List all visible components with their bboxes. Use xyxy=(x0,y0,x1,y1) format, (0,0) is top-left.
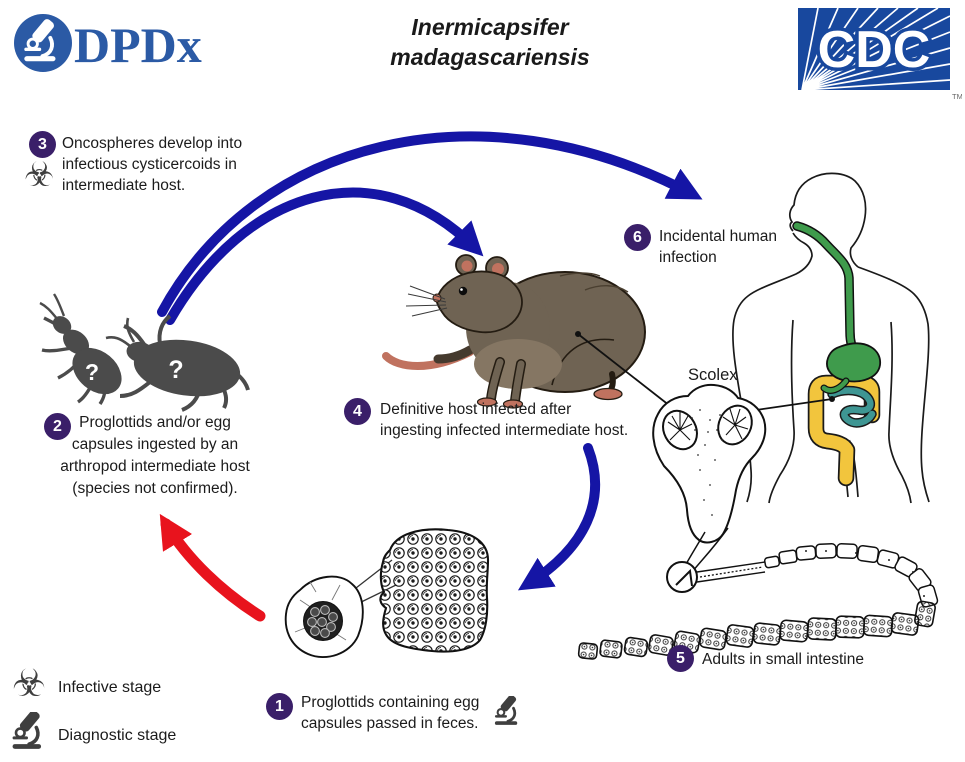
step-number: 2 xyxy=(53,417,62,435)
legend-infective-label: Infective stage xyxy=(58,679,162,696)
step-text-5: Adults in small intestine xyxy=(702,651,864,668)
step-badge-4: 4 xyxy=(344,398,371,425)
step-badge-5: 5 xyxy=(667,645,694,672)
proglottid-large xyxy=(379,528,490,653)
step-text-3: Oncospheres develop into infectious cyst… xyxy=(62,135,243,194)
unknown-species-question-mark: ? xyxy=(168,356,183,384)
microscope-icon xyxy=(494,696,518,725)
step-badge-6: 6 xyxy=(624,224,651,251)
blue-arrow-insects-to-rat xyxy=(165,187,484,325)
step-badge-3: 3 xyxy=(29,131,56,158)
title-species: madagascariensis xyxy=(390,44,590,70)
step-text-1: Proglottids containing egg capsules pass… xyxy=(301,694,480,732)
dpdx-logo-text: DPDx xyxy=(74,17,202,73)
human-figure xyxy=(732,172,930,504)
rat-illustration xyxy=(382,254,646,409)
blue-arrow-insects-to-human xyxy=(157,131,703,317)
adult-tapeworm-illustration xyxy=(577,543,939,660)
microscope-icon xyxy=(12,712,42,749)
scolex-illustration xyxy=(652,383,767,572)
dpdx-logo: DPDx xyxy=(14,14,202,73)
cdc-logo-text: CDC xyxy=(818,21,931,79)
title-genus: Inermicapsifer xyxy=(411,14,569,40)
step-number: 1 xyxy=(275,697,284,715)
blue-arrow-rat-to-feces xyxy=(517,443,601,591)
step-text-6: Incidental human infection xyxy=(659,228,778,266)
cdc-logo-rays xyxy=(801,7,951,91)
beetle-silhouette: ? xyxy=(105,314,250,412)
page-title: Inermicapsifer madagascariensis xyxy=(290,12,690,72)
step-number: 5 xyxy=(676,649,685,667)
microscope-icon xyxy=(24,19,56,62)
red-arrow-feces-to-arthropod xyxy=(159,513,266,622)
step-number: 3 xyxy=(38,135,47,153)
step-text-4: Definitive host infected after ingesting… xyxy=(380,401,629,439)
unknown-species-question-mark: ? xyxy=(85,359,99,385)
step-badge-2: 2 xyxy=(44,413,71,440)
ant-silhouette: ? xyxy=(39,293,122,405)
scolex-to-intestine-line xyxy=(755,396,835,411)
cdc-trademark: TM xyxy=(952,92,962,101)
step-badge-1: 1 xyxy=(266,693,293,720)
arthropod-silhouettes: ? ? xyxy=(39,293,250,412)
cdc-logo: CDC TM xyxy=(798,7,962,101)
proglottid-small xyxy=(284,575,364,658)
step-text-2: Proglottids and/or egg capsules ingested… xyxy=(60,414,250,497)
biohazard-icon: ☣ xyxy=(24,155,55,195)
step-number: 6 xyxy=(633,228,642,246)
legend-diagnostic-label: Diagnostic stage xyxy=(58,727,177,744)
biohazard-icon: ☣ xyxy=(12,661,47,705)
step-number: 4 xyxy=(353,402,362,420)
scolex-label: Scolex xyxy=(688,366,738,384)
